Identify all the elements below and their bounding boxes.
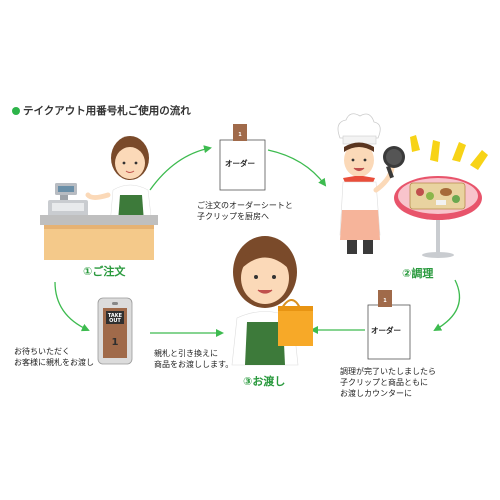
arrow-sheet-to-kitchen: [267, 149, 327, 187]
order-sheet-top: 1: [219, 124, 266, 191]
note-line: お待ちいただく: [14, 347, 70, 356]
chef-icon: [337, 113, 395, 254]
step-deliver-label: ③お渡し: [243, 375, 286, 388]
bento-icon: [394, 176, 482, 258]
bullet-dot-icon: [12, 107, 20, 115]
order-sheet-top-label: オーダー: [225, 159, 255, 168]
note-line: ご注文のオーダーシートと: [197, 201, 293, 210]
sparkle-marks: [410, 135, 488, 170]
note-line: お客様に親札をお渡し: [14, 358, 94, 367]
svg-text:1: 1: [383, 298, 387, 304]
note-done: 調理が完了いたしましたら 子クリップと商品ともに お渡しカウンターに: [340, 366, 436, 399]
arrow-order-to-sheet: [149, 145, 212, 191]
step-cook-label: ②調理: [402, 267, 434, 280]
page-title-text: テイクアウト用番号札ご使用の流れ: [23, 105, 191, 117]
tag-top-text-line2: OUT: [109, 318, 121, 324]
arrow-order-to-tag: [54, 281, 90, 332]
step-order-label: ①ご注文: [83, 265, 126, 278]
order-sheet-right: 1: [367, 290, 411, 360]
note-line: 親札と引き換えに: [154, 349, 218, 358]
customer-with-bag-icon: [231, 236, 313, 366]
note-line: 調理が完了いたしましたら: [340, 367, 436, 376]
pan-icon: [383, 146, 405, 179]
register-icon: [48, 183, 88, 218]
note-line: 子クリップを厨房へ: [197, 212, 269, 221]
note-line: 子クリップと商品ともに: [340, 378, 428, 387]
note-exchange: 親札と引き換えに 商品をお渡しします。: [154, 348, 233, 370]
note-to-kitchen: ご注文のオーダーシートと 子クリップを厨房へ: [197, 200, 293, 222]
note-line: お渡しカウンターに: [340, 389, 412, 398]
svg-text:1: 1: [238, 132, 242, 138]
counter: [40, 215, 158, 260]
number-tag-icon: TAKE OUT 1: [97, 297, 133, 365]
cashier-person-icon: [85, 136, 153, 226]
page-title: テイクアウト用番号札ご使用の流れ: [12, 103, 191, 118]
tag-top-text: TAKE: [108, 313, 123, 319]
order-sheet-right-label: オーダー: [371, 326, 401, 335]
arrow-kitchen-to-right-sheet: [433, 279, 461, 331]
tag-number: 1: [112, 337, 119, 348]
note-line: 商品をお渡しします。: [154, 360, 234, 369]
note-wait: お待ちいただく お客様に親札をお渡し: [14, 346, 94, 368]
